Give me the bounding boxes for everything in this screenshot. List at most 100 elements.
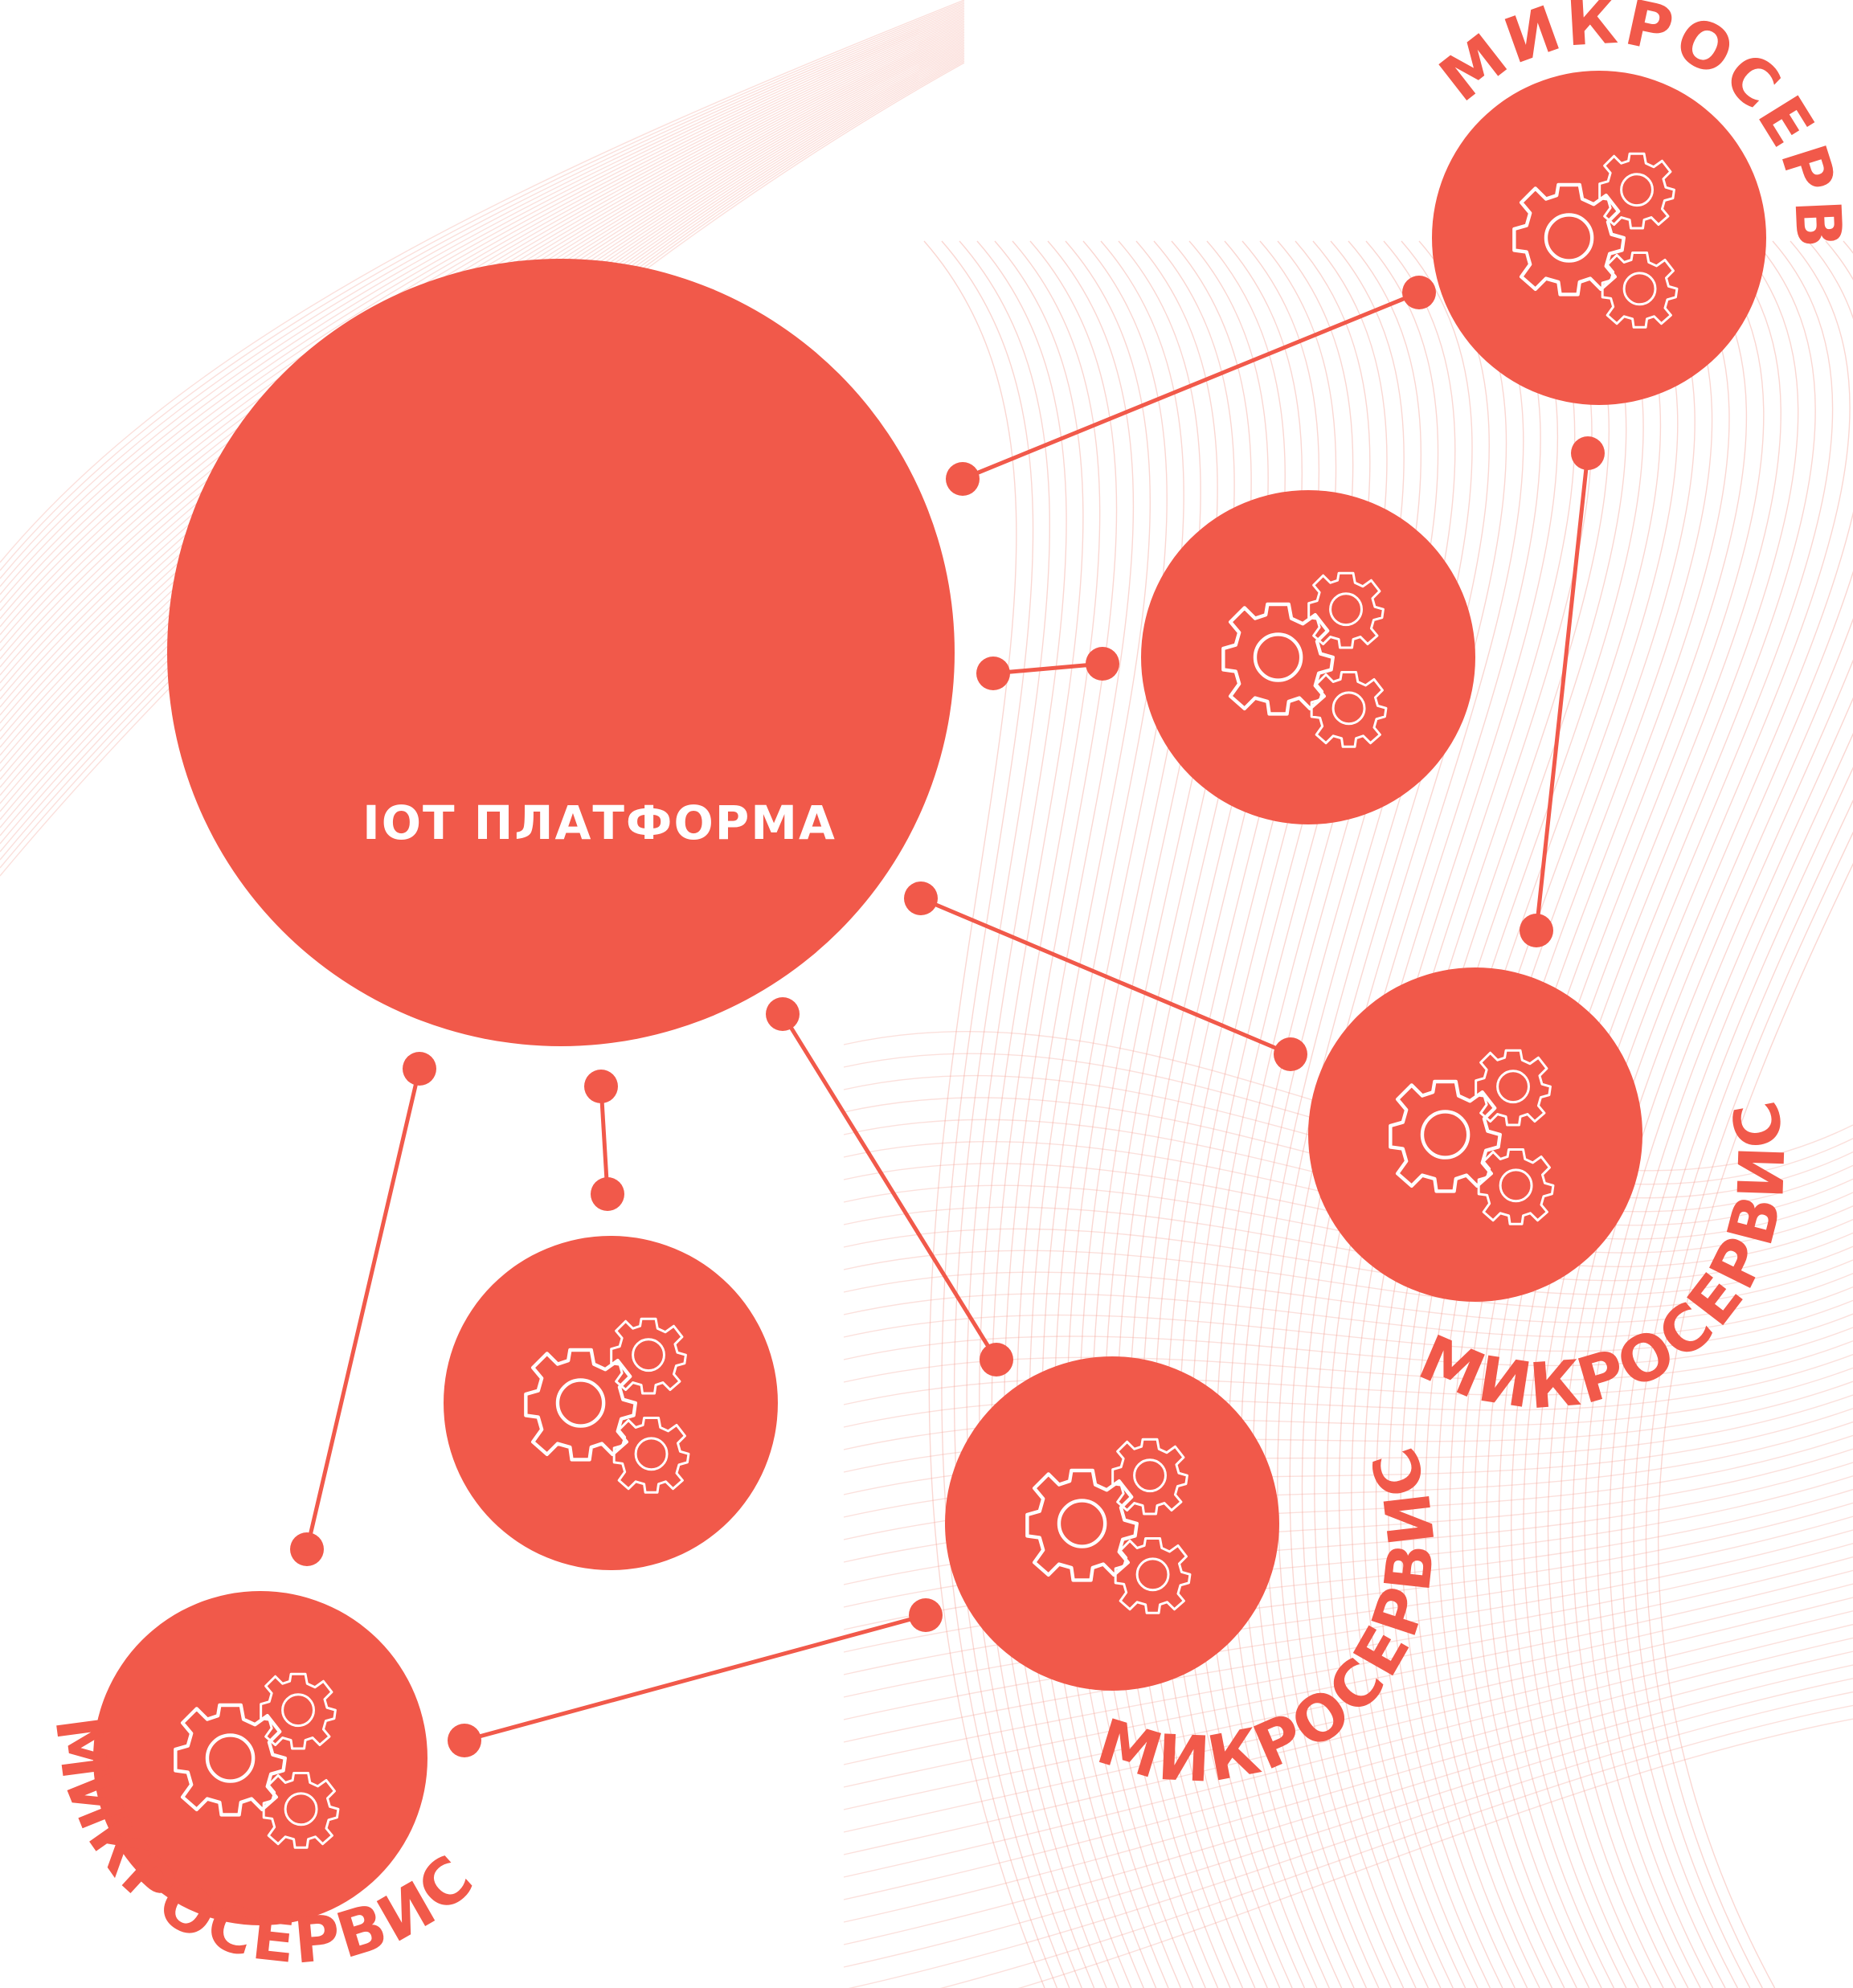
pattern-line [1351,240,1593,1988]
pattern-line [1239,240,1439,1988]
pattern-line [0,9,965,612]
pattern-line [1314,240,1541,1988]
pattern-line [1621,767,1853,1988]
service-node-middle [1141,490,1475,824]
pattern-line [1264,240,1473,1988]
endpoint-dot [766,997,800,1031]
service-node-right [1308,967,1642,1302]
pattern-line [953,240,1070,1988]
endpoint-dot [980,1343,1013,1376]
pattern-line [843,1664,1853,1945]
pattern-line [843,1250,1853,1310]
pattern-line [1461,240,1747,1988]
connections [305,290,1590,1743]
pattern-line [1486,240,1781,1988]
pattern-line [1289,240,1507,1988]
pattern-line [843,1597,1853,1833]
pattern-line [1608,732,1853,1988]
endpoint-dot [904,882,938,915]
pattern-line [1301,240,1524,1988]
pattern-line [0,7,965,603]
pattern-line [843,1340,1853,1405]
pattern-line [843,1583,1853,1810]
endpoint-dot [290,1532,324,1566]
endpoint-dot [1520,914,1553,947]
service-circle [93,1591,427,1925]
pattern-line [941,240,1058,1988]
service-circle [1432,71,1766,405]
pattern-line [1474,240,1765,1988]
pattern-line [1277,240,1490,1988]
pattern-line [843,1299,1853,1352]
pattern-line [843,1543,1853,1743]
endpoint-dot [403,1052,436,1086]
pattern-line [1535,240,1851,1988]
pattern-line [1511,240,1816,1988]
pattern-line [1547,240,1853,1988]
pattern-line [1645,831,1853,1988]
service-node-top-right [1432,71,1766,405]
endpoint-dot [584,1070,618,1103]
endpoint-dot [1571,436,1605,470]
pattern-line [843,1637,1853,1900]
endpoint-dot [1402,276,1436,309]
pattern-line [1338,240,1576,1988]
service-node-bottom-middle [945,1356,1279,1691]
pattern-line [1375,240,1627,1988]
edge-hub-middle [992,661,1103,676]
iot-platform-circle [167,259,955,1046]
service-circle [1308,967,1642,1302]
pattern-line [0,6,965,595]
pattern-line [1560,240,1853,1988]
pattern-line [1449,240,1730,1988]
pattern-line [1523,240,1834,1988]
pattern-line [1388,240,1644,1988]
pattern-line [966,240,1082,1988]
endpoint-dot [909,1598,943,1632]
pattern-line [0,4,965,587]
service-circle [444,1236,778,1570]
pattern-line [1326,240,1559,1988]
pattern-line [848,1691,1853,1988]
pattern-line [843,1271,1853,1323]
pattern-line [1633,799,1853,1988]
endpoint-dot [1274,1037,1307,1071]
edge-hub-center-bottom [599,1086,610,1195]
pattern-line [1363,240,1610,1988]
edge-hub-right [920,896,1291,1057]
pattern-line [843,1529,1853,1720]
pattern-line [0,10,965,620]
edge-top-right-right [1534,452,1590,931]
pattern-line [1227,240,1422,1988]
service-node-bottom-left [93,1591,427,1925]
pattern-line [843,1516,1853,1698]
pattern-line [1004,240,1120,1988]
pattern-line [1596,697,1853,1988]
endpoint-dot [946,462,980,496]
iot-platform-node: IOT ПЛАТФОРМА [167,259,955,1046]
pattern-line [843,1556,1853,1765]
pattern-line [0,0,965,563]
pattern-line [1400,240,1662,1988]
service-circle [945,1356,1279,1691]
pattern-line [0,1,965,571]
pattern-line [0,2,965,579]
endpoint-dot [976,657,1010,690]
pattern-line [843,1569,1853,1788]
iot-platform-title: IOT ПЛАТФОРМА [362,796,837,850]
edge-bottom-middle-bottom-left [464,1613,926,1743]
pattern-line [843,1286,1853,1338]
pattern-line [843,1313,1853,1367]
pattern-line [1437,240,1713,1988]
pattern-line [923,240,1045,1988]
edge-hub-top-right [962,290,1420,481]
pattern-line [940,1704,1853,1988]
pattern-line [1018,1718,1853,1988]
endpoint-dot [448,1724,481,1757]
endpoint-dot [1086,647,1119,681]
pattern-line [1584,659,1853,1988]
endpoint-dot [591,1177,624,1211]
pattern-line [1572,240,1853,1988]
service-circle [1141,490,1475,824]
